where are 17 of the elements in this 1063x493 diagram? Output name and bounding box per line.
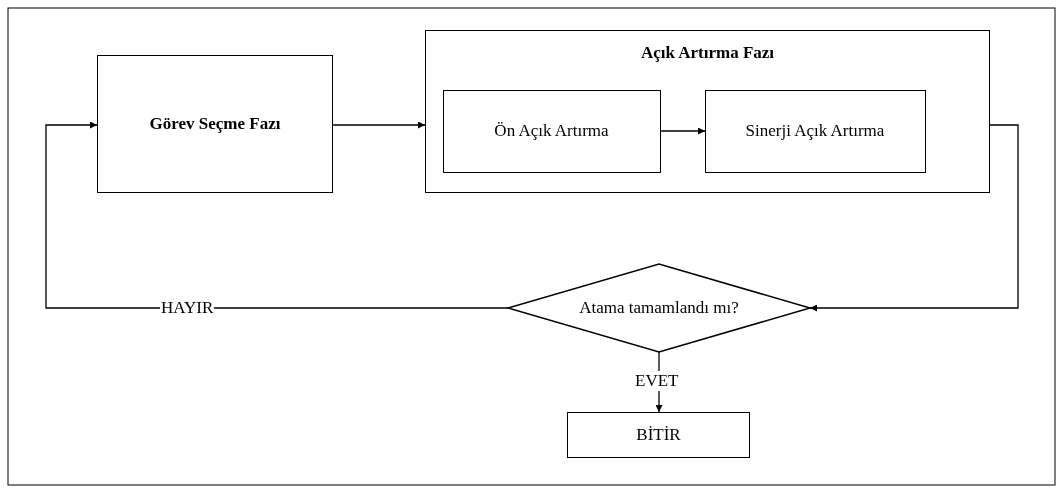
decision-diamond [508,264,810,352]
process-box [567,412,750,458]
edge-label: EVET [634,371,680,391]
node-label: Sinerji Açık Artırma [744,121,886,141]
node-label: Ön Açık Artırma [493,121,610,141]
node-label: BİTİR [635,425,682,445]
arrow [809,124,1019,312]
process-box [704,89,926,173]
process-box [442,89,661,173]
arrow [45,121,509,309]
arrow [332,121,426,129]
node-label: Görev Seçme Fazı [148,114,282,134]
phase-container [425,30,990,193]
node-label: Atama tamamlandı mı? [578,298,740,318]
process-box [97,55,333,193]
group-title: Açık Artırma Fazı [639,43,776,63]
arrow [660,127,706,135]
